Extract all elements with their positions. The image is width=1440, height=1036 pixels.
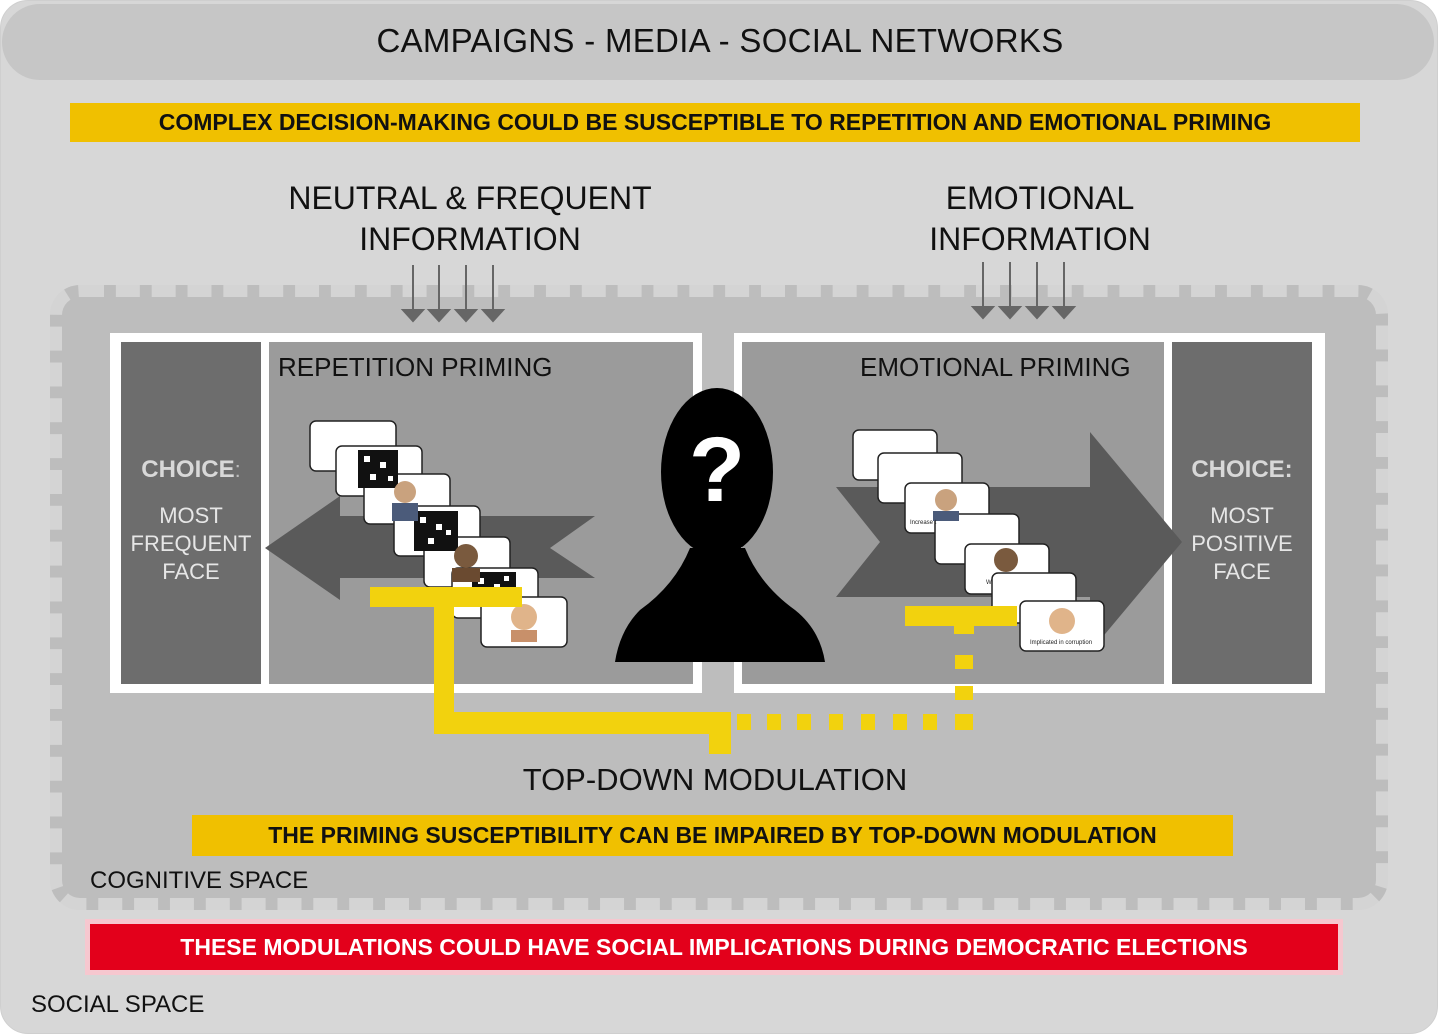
left-choice-heading: CHOICE bbox=[141, 456, 235, 483]
right-choice-label: CHOICE: MOST POSITIVE FACE bbox=[1172, 456, 1312, 586]
face-thumbnail-icons bbox=[392, 481, 537, 642]
social-space-label: SOCIAL SPACE bbox=[31, 991, 205, 1018]
left-choice-colon: : bbox=[234, 457, 241, 482]
repetition-priming-title: REPETITION PRIMING bbox=[278, 352, 553, 382]
top-down-modulation-label: TOP-DOWN MODULATION bbox=[522, 762, 908, 797]
bottom-banner: THESE MODULATIONS COULD HAVE SOCIAL IMPL… bbox=[90, 924, 1338, 970]
emotional-priming-title: EMOTIONAL PRIMING bbox=[860, 352, 1131, 382]
cognitive-space-label: COGNITIVE SPACE bbox=[90, 867, 309, 894]
card-caption-small: Increase t bbox=[910, 520, 937, 526]
left-choice-line1: MOST bbox=[159, 503, 223, 528]
right-choice-panel bbox=[1172, 342, 1312, 684]
emotional-info-line1: EMOTIONAL bbox=[945, 180, 1135, 216]
person-silhouette-icon bbox=[615, 388, 825, 662]
left-choice-line3: FACE bbox=[162, 559, 220, 584]
neutral-input-arrows bbox=[400, 265, 506, 323]
neutral-info-line1: NEUTRAL & FREQUENT bbox=[288, 180, 652, 216]
top-down-modulation-connector bbox=[370, 587, 1017, 754]
right-choice-line2: POSITIVE bbox=[1191, 531, 1293, 556]
card-caption-last: Implicated in corruption bbox=[1030, 640, 1093, 646]
title-bar bbox=[2, 4, 1434, 80]
neutral-info-line2: INFORMATION bbox=[359, 221, 581, 257]
middle-banner: THE PRIMING SUSCEPTIBILITY CAN BE IMPAIR… bbox=[192, 815, 1233, 856]
left-choice-label: CHOICE: MOST FREQUENT FACE bbox=[121, 456, 261, 586]
question-mark-icon: ? bbox=[688, 419, 746, 521]
emotional-input-arrows bbox=[970, 262, 1077, 320]
diagram-title: CAMPAIGNS - MEDIA - SOCIAL NETWORKS bbox=[376, 22, 1064, 59]
right-choice-line1: MOST bbox=[1210, 503, 1274, 528]
emotional-face-icons bbox=[933, 489, 1075, 634]
right-choice-line3: FACE bbox=[1213, 559, 1271, 584]
left-choice-line2: FREQUENT bbox=[130, 531, 252, 556]
card-caption-small-2: W bbox=[986, 580, 992, 586]
emotional-info-line2: INFORMATION bbox=[929, 221, 1151, 257]
dotted-modulation-connector bbox=[737, 655, 973, 730]
emotional-info-label: EMOTIONAL INFORMATION bbox=[840, 178, 1240, 260]
right-choice-heading: CHOICE: bbox=[1191, 456, 1293, 483]
left-choice-panel bbox=[121, 342, 261, 684]
neutral-info-label: NEUTRAL & FREQUENT INFORMATION bbox=[250, 178, 690, 260]
top-banner: COMPLEX DECISION-MAKING COULD BE SUSCEPT… bbox=[70, 103, 1360, 142]
